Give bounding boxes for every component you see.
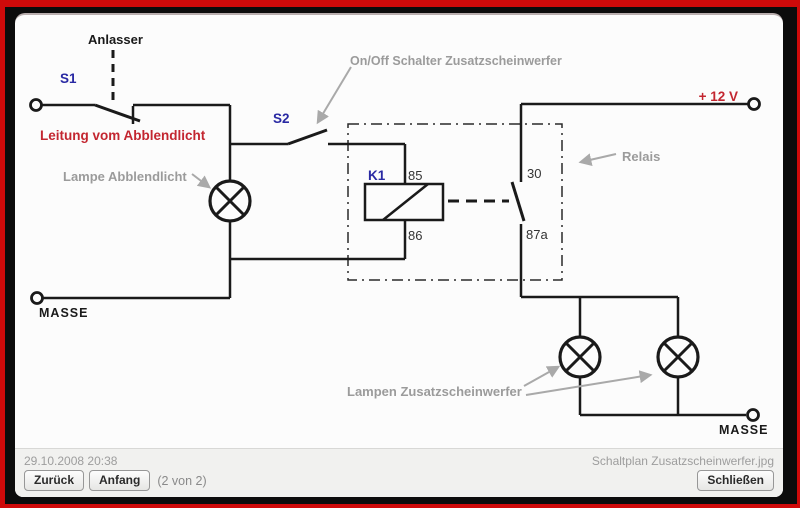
- pin85-label: 85: [408, 168, 422, 183]
- terminal-masse-left-icon: [30, 291, 44, 305]
- wiring-diagram: Anlasser S1 Leitung vom Abblendlicht Lam…: [15, 15, 783, 448]
- first-button[interactable]: Anfang: [89, 470, 151, 491]
- page-indicator: (2 von 2): [157, 473, 207, 488]
- relais-label-arrow: [578, 153, 617, 167]
- back-button[interactable]: Zurück: [24, 470, 85, 491]
- pin86-label: 86: [408, 228, 422, 243]
- masse-right-label: MASSE: [719, 423, 768, 437]
- lampe-abblendlicht-arrow: [191, 173, 212, 189]
- statusbar: 29.10.2008 20:38 Zurück Anfang (2 von 2)…: [15, 448, 783, 497]
- onoff-label-arrow: [316, 66, 352, 125]
- lamp-zusatz-1-cross: [564, 341, 596, 373]
- statusbar-left: 29.10.2008 20:38 Zurück Anfang (2 von 2): [24, 454, 207, 491]
- timestamp: 29.10.2008 20:38: [24, 454, 118, 468]
- relay-contact-blade: [510, 181, 526, 222]
- lamp-abblendlicht-cross: [214, 185, 246, 217]
- plus12v-label: + 12 V: [699, 89, 738, 104]
- relay-enclosure-dashed-box: [347, 123, 563, 281]
- terminal-masse-right-icon: [746, 408, 760, 422]
- lampen-zusatzscheinwerfer-label: Lampen Zusatzscheinwerfer: [347, 384, 522, 399]
- schematic-canvas: Anlasser S1 Leitung vom Abblendlicht Lam…: [15, 13, 783, 497]
- lampen-arrow-2: [525, 370, 653, 396]
- s2-switch-blade: [287, 128, 328, 146]
- relais-label: Relais: [622, 149, 660, 164]
- statusbar-right: Schaltplan Zusatzscheinwerfer.jpg Schlie…: [592, 454, 774, 491]
- filename: Schaltplan Zusatzscheinwerfer.jpg: [591, 454, 774, 468]
- close-button[interactable]: Schließen: [697, 470, 774, 491]
- k1-label: K1: [368, 168, 386, 183]
- relay-coil-diagonal: [382, 183, 429, 221]
- pin30-label: 30: [527, 166, 541, 181]
- s1-label: S1: [60, 71, 77, 86]
- onoff-schalter-label: On/Off Schalter Zusatzscheinwerfer: [350, 54, 562, 68]
- anlasser-label: Anlasser: [88, 32, 143, 47]
- lampen-arrow-1: [523, 365, 561, 387]
- lamp-zusatz-2-cross: [662, 341, 694, 373]
- leitung-abblendlicht-label: Leitung vom Abblendlicht: [40, 128, 206, 143]
- masse-left-label: MASSE: [39, 306, 88, 320]
- pin87a-label: 87a: [526, 227, 548, 242]
- nav-row: Zurück Anfang (2 von 2): [24, 470, 207, 491]
- lampe-abblendlicht-label: Lampe Abblendlicht: [63, 169, 187, 184]
- terminal-plus12v-icon: [747, 97, 761, 111]
- terminal-s1-icon: [29, 98, 43, 112]
- wiring-diagram-svg: Anlasser S1 Leitung vom Abblendlicht Lam…: [29, 32, 768, 437]
- s2-label: S2: [273, 111, 290, 126]
